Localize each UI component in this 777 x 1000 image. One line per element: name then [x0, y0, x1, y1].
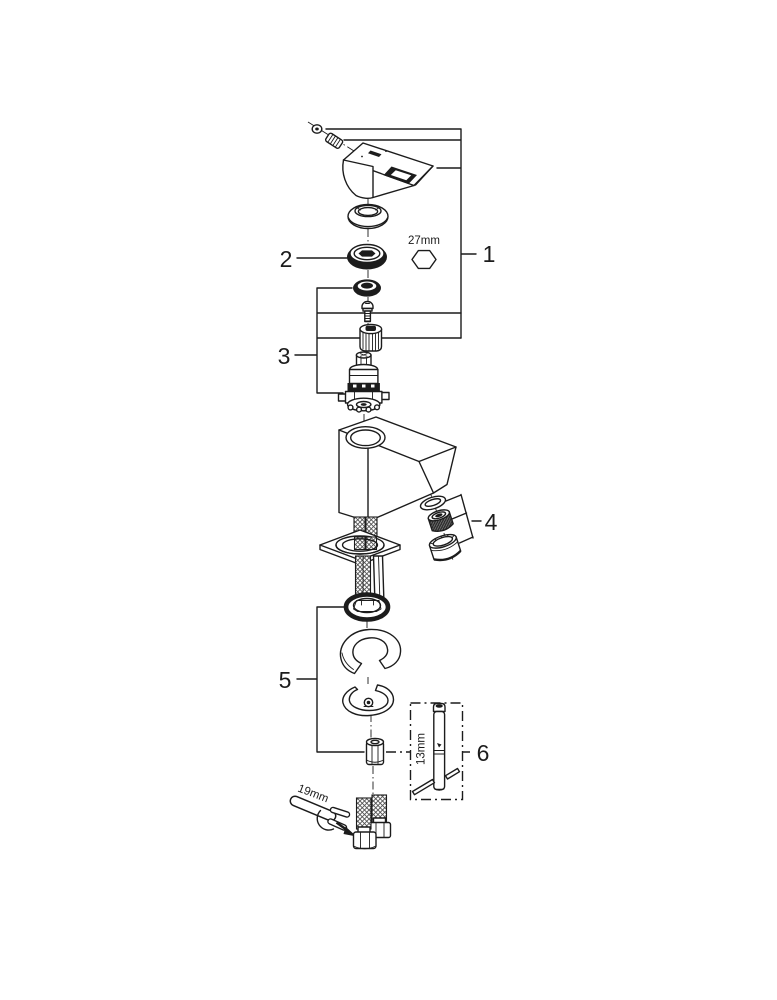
socket-tool-13mm-part: [411, 702, 461, 796]
cartridge-screw-part: [361, 300, 374, 323]
callout-6-label: 6: [477, 740, 490, 766]
handle-set-screw-part: [324, 132, 344, 149]
hose-connectors-part: [352, 794, 392, 850]
leader-group-1: [325, 128, 477, 339]
callout-leaders: [294, 128, 482, 753]
measurement-13mm-label: 13mm: [416, 733, 428, 765]
handle-o-ring-part: [353, 279, 381, 297]
base-gasket-part: [343, 592, 391, 622]
leader-group-3: [294, 287, 462, 394]
faucet-body: [338, 416, 457, 523]
callout-2-label: 2: [280, 246, 293, 272]
handle-adapter-part: [359, 323, 383, 352]
mounting-stud-part: [365, 737, 385, 766]
lever-slot: [368, 150, 382, 157]
callout-4-label: 4: [485, 509, 498, 535]
handle-lever-part: [342, 142, 434, 200]
aerator-housing-part: [428, 533, 462, 562]
mounting-clamp-part: [342, 684, 395, 717]
wrench-19mm-part: [289, 795, 357, 837]
hex-ring-27mm: [411, 249, 437, 270]
measurement-27mm-label: 27mm: [408, 235, 440, 247]
escutcheon-plate-part: [319, 529, 401, 566]
stabilizer-gasket-part: [339, 628, 402, 675]
callout-1-label: 1: [483, 241, 496, 267]
aerator-insert-part: [427, 509, 454, 532]
callout-3-label: 3: [278, 343, 291, 369]
handle-screw-cap-part: [311, 124, 323, 134]
aerator-washer-part: [419, 495, 447, 511]
supply-hoses-lower: [354, 555, 385, 605]
cartridge-part: [337, 351, 390, 413]
callout-5-label: 5: [279, 667, 292, 693]
leader-group-4: [445, 493, 482, 544]
leader-group-5: [296, 606, 365, 753]
handle-base-ring-part: [347, 203, 389, 230]
mounting-ring-part: [347, 243, 387, 270]
